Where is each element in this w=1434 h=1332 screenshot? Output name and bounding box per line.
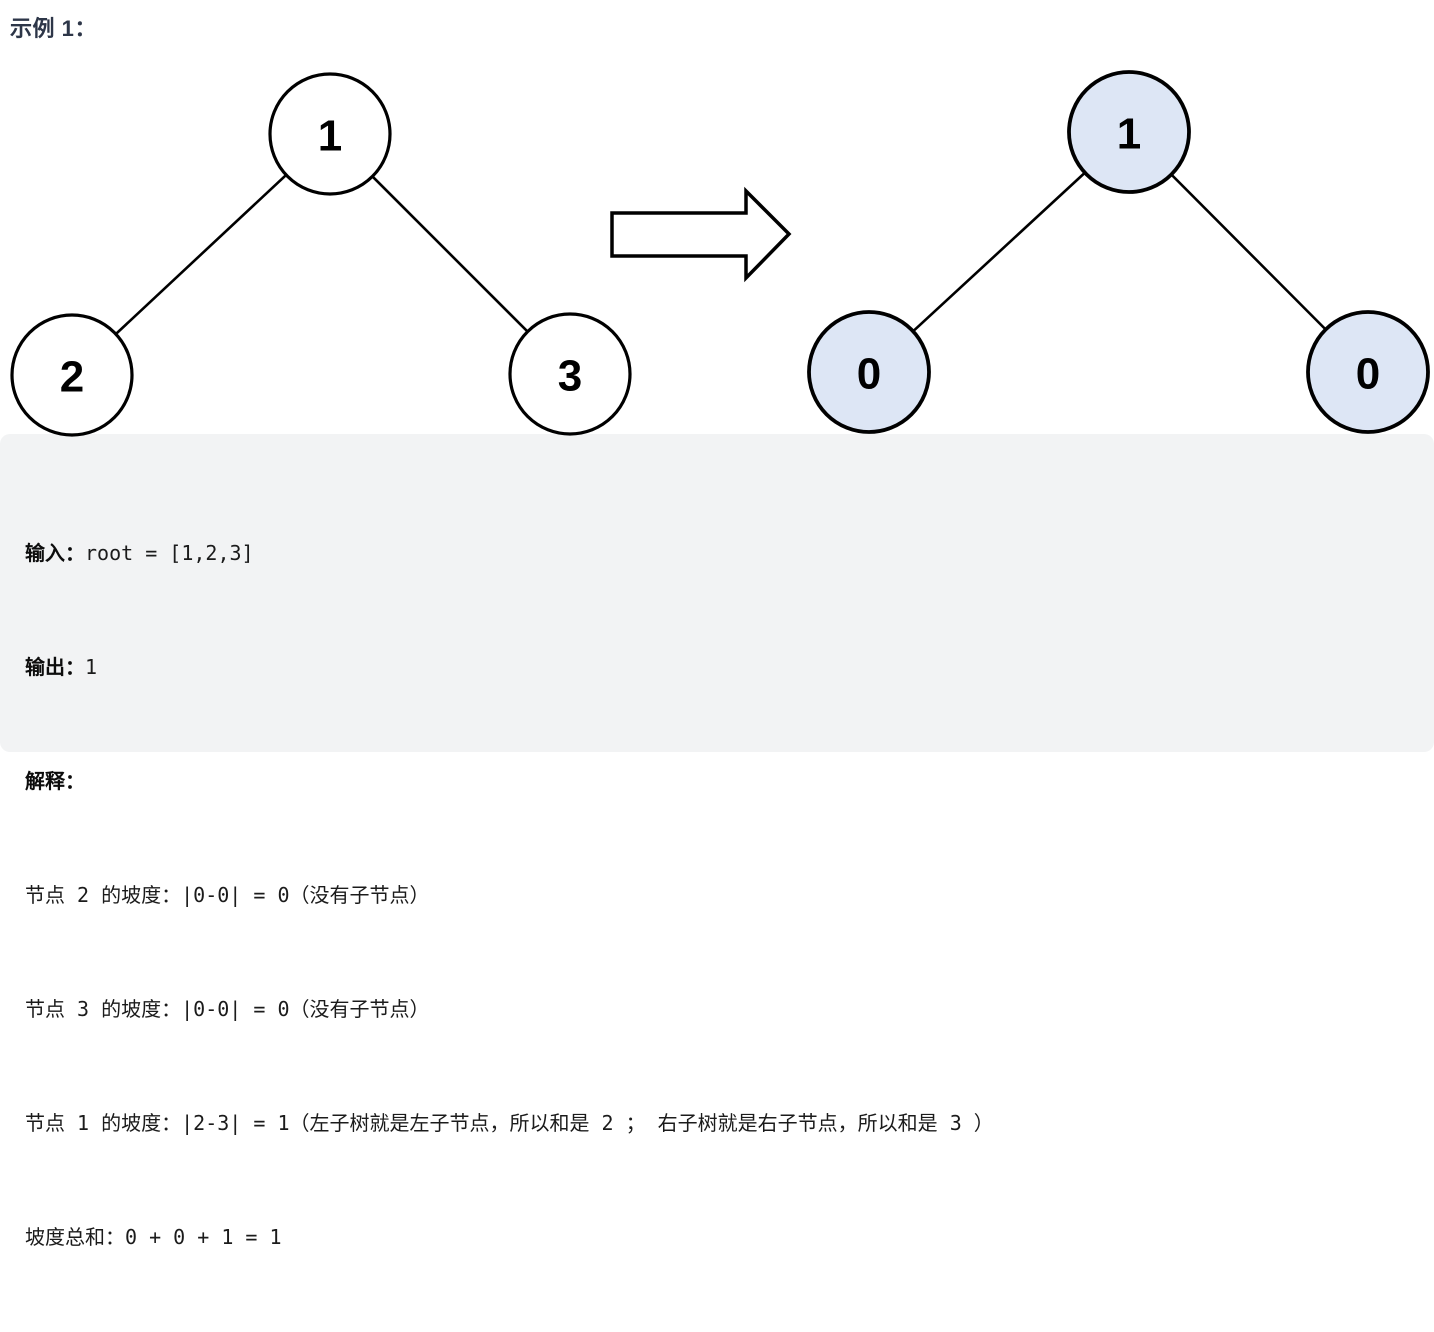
tree-node-value-right: 0 xyxy=(1356,350,1380,399)
input-value: root = [1,2,3] xyxy=(85,541,254,565)
example-heading: 示例 1： xyxy=(10,16,97,41)
explanation-line: 节点 1 的坡度：|2-3| = 1（左子树就是左子节点，所以和是 2 ； 右子… xyxy=(25,1111,994,1135)
input-label: 输入： xyxy=(25,541,85,565)
example-input-line: 输入：root = [1,2,3] xyxy=(25,534,1409,572)
example-output-line: 输出：1 xyxy=(25,648,1409,686)
tree-node-circle-right xyxy=(1306,310,1430,434)
output-value: 1 xyxy=(85,655,98,679)
output-label: 输出： xyxy=(25,655,85,679)
explanation-line: 节点 2 的坡度：|0-0| = 0（没有子节点） xyxy=(25,883,430,907)
tree-node-value-root: 1 xyxy=(1117,110,1141,159)
tree-node-circle-root xyxy=(268,72,392,196)
example-io-block: 输入：root = [1,2,3] 输出：1 解释： 节点 2 的坡度：|0-0… xyxy=(0,434,1434,1249)
example-explanation-label-line: 解释： xyxy=(25,762,1409,800)
transform-arrow-icon xyxy=(610,186,792,283)
explanation-line: 节点 3 的坡度：|0-0| = 0（没有子节点） xyxy=(25,997,430,1021)
tree-node-circle-root xyxy=(1067,70,1191,194)
output-tree: 1 0 0 xyxy=(807,70,1430,434)
tree-node-circle-left xyxy=(10,313,134,437)
tree-transformation-diagram: 1 2 3 1 0 0 xyxy=(10,70,1430,437)
tree-node-value-left: 2 xyxy=(60,353,84,402)
explanation-line: 坡度总和：0 + 0 + 1 = 1 xyxy=(25,1225,282,1249)
input-tree: 1 2 3 xyxy=(10,72,632,437)
explanation-label: 解释： xyxy=(25,769,85,793)
tree-node-value-right: 3 xyxy=(558,352,582,401)
tree-node-circle-left xyxy=(807,310,931,434)
tree-node-value-root: 1 xyxy=(318,112,342,161)
tree-node-value-left: 0 xyxy=(857,350,881,399)
tree-node-circle-right xyxy=(508,312,632,436)
